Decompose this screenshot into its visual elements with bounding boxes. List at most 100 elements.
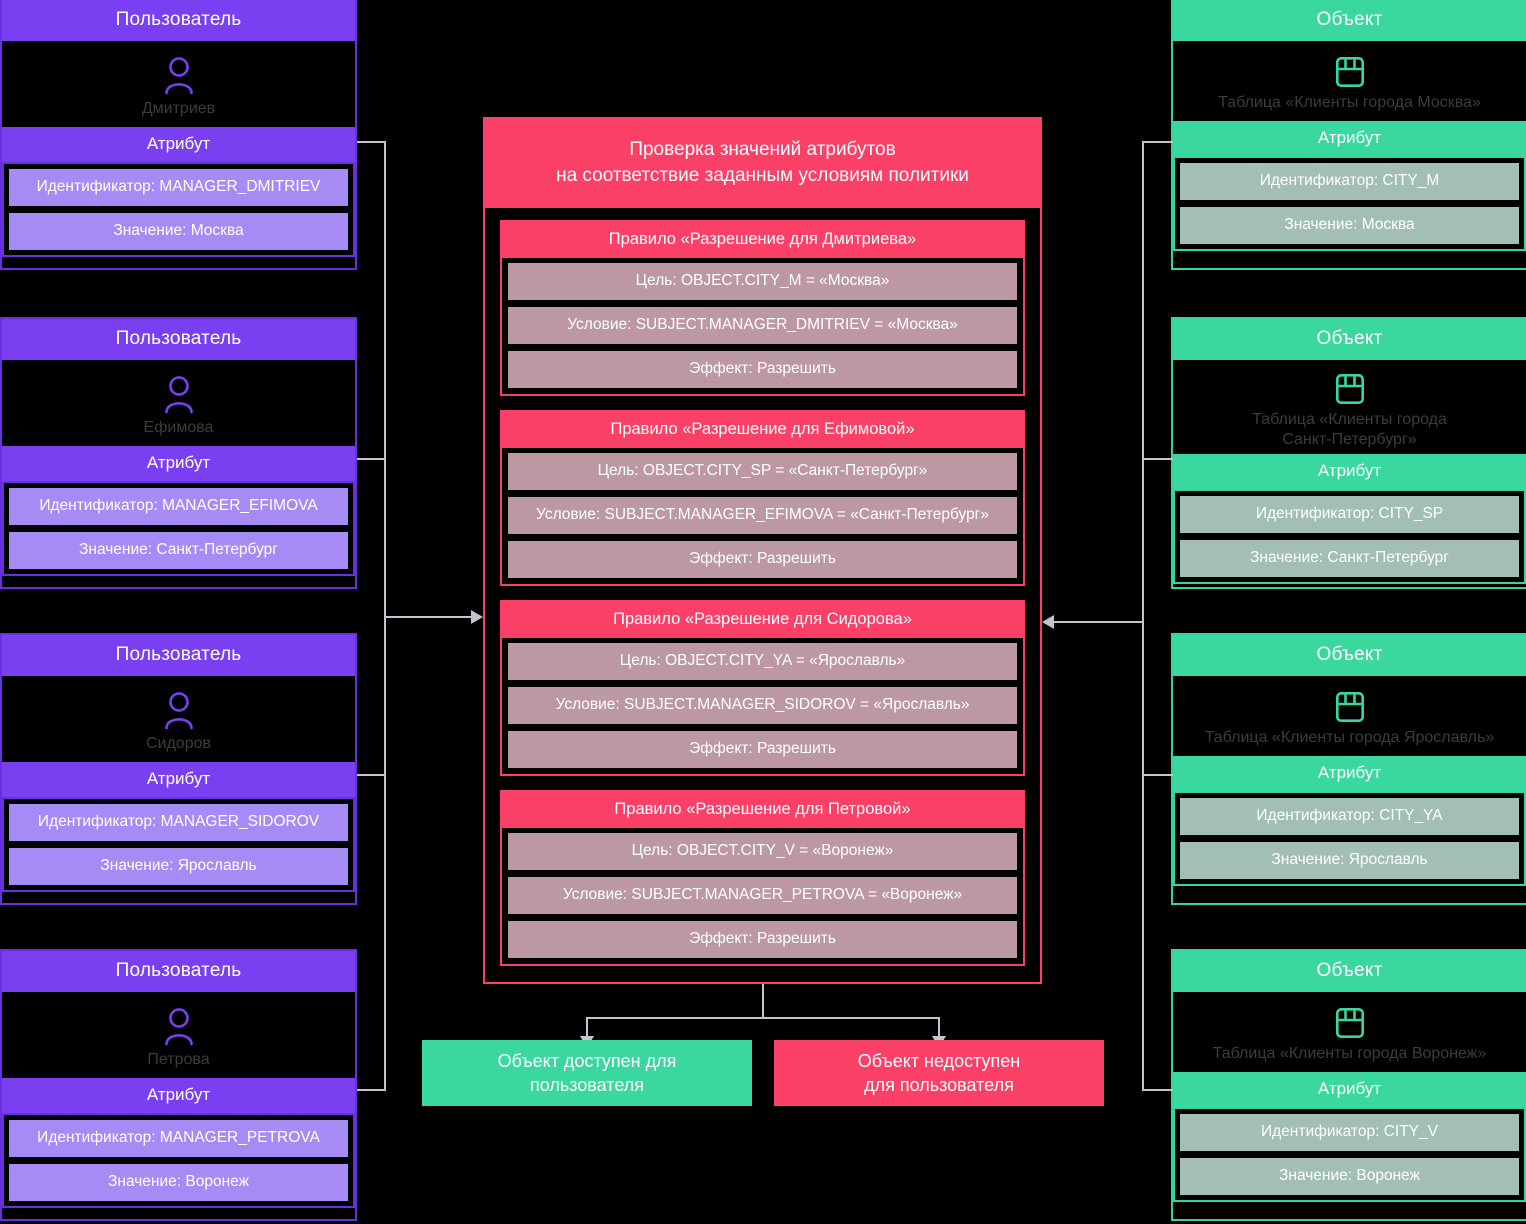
user-card-title: Пользователь <box>2 319 355 360</box>
rule-name: Правило «Разрешение для Дмитриева» <box>502 222 1023 259</box>
rule-rows: Цель: OBJECT.CITY_M = «Москва» Условие: … <box>502 258 1023 394</box>
user-card-dmitriev[interactable]: Пользователь Дмитриев Атрибут Идентифика… <box>0 0 357 270</box>
user-card-body: Дмитриев <box>2 41 355 127</box>
rule-petrova[interactable]: Правило «Разрешение для Петровой» Цель: … <box>500 790 1025 967</box>
object-name: Таблица «Клиенты города Ярославль» <box>1204 729 1495 746</box>
table-icon <box>1335 691 1364 722</box>
rule-effect: Эффект: Разрешить <box>508 541 1017 579</box>
left-to-policy-arrowhead <box>471 610 483 624</box>
user-card-title: Пользователь <box>2 635 355 676</box>
allow-drop-vline <box>586 1017 588 1039</box>
left-stub-1 <box>357 141 386 143</box>
rule-condition: Условие: SUBJECT.MANAGER_PETROVA = «Воро… <box>508 877 1017 915</box>
left-stub-2 <box>357 458 386 460</box>
rule-dmitriev[interactable]: Правило «Разрешение для Дмитриева» Цель:… <box>500 220 1025 397</box>
user-card-sidorov[interactable]: Пользователь Сидоров Атрибут Идентификат… <box>0 633 357 905</box>
result-deny-line-1: Объект недоступен <box>857 1050 1021 1071</box>
object-card-yaroslavl[interactable]: Объект Таблица «Клиенты города Ярославль… <box>1171 633 1526 905</box>
object-card-title: Объект <box>1173 635 1526 676</box>
attribute-frame: Идентификатор: CITY_SP Значение: Санкт-П… <box>1173 489 1526 584</box>
rule-target: Цель: OBJECT.CITY_SP = «Санкт-Петербург» <box>508 453 1017 491</box>
rule-name: Правило «Разрешение для Сидорова» <box>502 602 1023 639</box>
attribute-frame: Идентификатор: CITY_M Значение: Москва <box>1173 156 1526 251</box>
object-card-spb[interactable]: Объект Таблица «Клиенты города Санкт-Пет… <box>1171 317 1526 589</box>
object-card-body: Таблица «Клиенты города Воронеж» <box>1173 992 1526 1072</box>
result-allow-box[interactable]: Объект доступен для пользователя <box>422 1040 752 1106</box>
person-icon <box>164 376 193 414</box>
result-deny-box[interactable]: Объект недоступен для пользователя <box>774 1040 1104 1106</box>
right-stub-3 <box>1144 774 1173 776</box>
attribute-value: Значение: Ярославль <box>9 848 348 885</box>
attribute-frame: Идентификатор: CITY_YA Значение: Ярослав… <box>1173 791 1526 886</box>
attribute-frame: Идентификатор: MANAGER_DMITRIEV Значение… <box>2 162 355 257</box>
attribute-title: Атрибут <box>1173 454 1526 489</box>
right-to-policy-line <box>1054 621 1143 623</box>
attribute-frame: Идентификатор: CITY_V Значение: Воронеж <box>1173 1107 1526 1202</box>
policy-title-line-1: Проверка значений атрибутов <box>629 139 896 160</box>
rule-rows: Цель: OBJECT.CITY_YA = «Ярославль» Услов… <box>502 638 1023 774</box>
left-bus-vline <box>384 141 386 1091</box>
user-name: Ефимова <box>143 419 214 436</box>
policy-evaluation-panel[interactable]: Проверка значений атрибутов на соответст… <box>483 117 1042 984</box>
attribute-title: Атрибут <box>2 127 355 162</box>
deny-drop-vline <box>938 1017 940 1039</box>
rule-condition: Условие: SUBJECT.MANAGER_EFIMOVA = «Санк… <box>508 497 1017 535</box>
object-card-title: Объект <box>1173 0 1526 41</box>
left-to-policy-line <box>386 616 473 618</box>
attribute-frame: Идентификатор: MANAGER_SIDOROV Значение:… <box>2 797 355 892</box>
policy-rule-list: Правило «Разрешение для Дмитриева» Цель:… <box>485 208 1040 979</box>
attribute-value: Значение: Санкт-Петербург <box>1180 540 1519 577</box>
attribute-identifier: Идентификатор: MANAGER_SIDOROV <box>9 804 348 841</box>
user-name: Сидоров <box>145 735 212 752</box>
right-to-policy-arrowhead <box>1042 615 1054 629</box>
object-card-voronezh[interactable]: Объект Таблица «Клиенты города Воронеж» … <box>1171 949 1526 1221</box>
user-name: Петрова <box>147 1051 210 1068</box>
rule-name: Правило «Разрешение для Петровой» <box>502 792 1023 829</box>
user-card-efimova[interactable]: Пользователь Ефимова Атрибут Идентификат… <box>0 317 357 589</box>
right-stub-2 <box>1144 458 1173 460</box>
object-card-body: Таблица «Клиенты города Москва» <box>1173 41 1526 121</box>
attribute-identifier: Идентификатор: CITY_SP <box>1180 496 1519 533</box>
table-icon <box>1335 56 1364 87</box>
rule-rows: Цель: OBJECT.CITY_V = «Воронеж» Условие:… <box>502 828 1023 964</box>
attribute-value: Значение: Воронеж <box>1180 1158 1519 1195</box>
attribute-value: Значение: Москва <box>1180 207 1519 244</box>
policy-title: Проверка значений атрибутов на соответст… <box>485 119 1040 209</box>
user-card-body: Ефимова <box>2 360 355 446</box>
rule-condition: Условие: SUBJECT.MANAGER_DMITRIEV = «Мос… <box>508 307 1017 345</box>
person-icon <box>164 57 193 95</box>
user-card-body: Сидоров <box>2 676 355 762</box>
object-card-title: Объект <box>1173 319 1526 360</box>
attribute-value: Значение: Ярославль <box>1180 842 1519 879</box>
attribute-value: Значение: Санкт-Петербург <box>9 532 348 569</box>
attribute-value: Значение: Воронеж <box>9 1164 348 1201</box>
attribute-title: Атрибут <box>1173 121 1526 156</box>
user-name: Дмитриев <box>141 100 216 117</box>
rule-name: Правило «Разрешение для Ефимовой» <box>502 412 1023 449</box>
rule-effect: Эффект: Разрешить <box>508 921 1017 959</box>
results-split-hline <box>586 1017 940 1019</box>
attribute-identifier: Идентификатор: MANAGER_EFIMOVA <box>9 488 348 525</box>
user-card-petrova[interactable]: Пользователь Петрова Атрибут Идентификат… <box>0 949 357 1221</box>
result-deny-line-2: для пользователя <box>864 1075 1014 1095</box>
result-allow-line-1: Объект доступен для <box>497 1050 677 1071</box>
object-card-body: Таблица «Клиенты города Санкт-Петербург» <box>1173 360 1526 454</box>
object-name: Таблица «Клиенты города Москва» <box>1218 94 1481 111</box>
policy-out-vline <box>762 984 764 1019</box>
attribute-title: Атрибут <box>2 446 355 481</box>
right-stub-1 <box>1144 141 1173 143</box>
table-icon <box>1335 1007 1364 1038</box>
result-deny-text: Объект недоступен для пользователя <box>858 1049 1021 1098</box>
rule-sidorov[interactable]: Правило «Разрешение для Сидорова» Цель: … <box>500 600 1025 777</box>
policy-title-line-2: на соответствие заданным условиям полити… <box>556 164 969 186</box>
left-stub-4 <box>357 1089 386 1091</box>
rule-efimova[interactable]: Правило «Разрешение для Ефимовой» Цель: … <box>500 410 1025 587</box>
object-card-body: Таблица «Клиенты города Ярославль» <box>1173 676 1526 756</box>
attribute-title: Атрибут <box>2 1078 355 1113</box>
attribute-identifier: Идентификатор: CITY_V <box>1180 1114 1519 1151</box>
object-card-moscow[interactable]: Объект Таблица «Клиенты города Москва» А… <box>1171 0 1526 270</box>
person-icon <box>164 1008 193 1046</box>
object-name: Таблица «Клиенты города Санкт-Петербург» <box>1252 411 1447 448</box>
left-stub-3 <box>357 774 386 776</box>
